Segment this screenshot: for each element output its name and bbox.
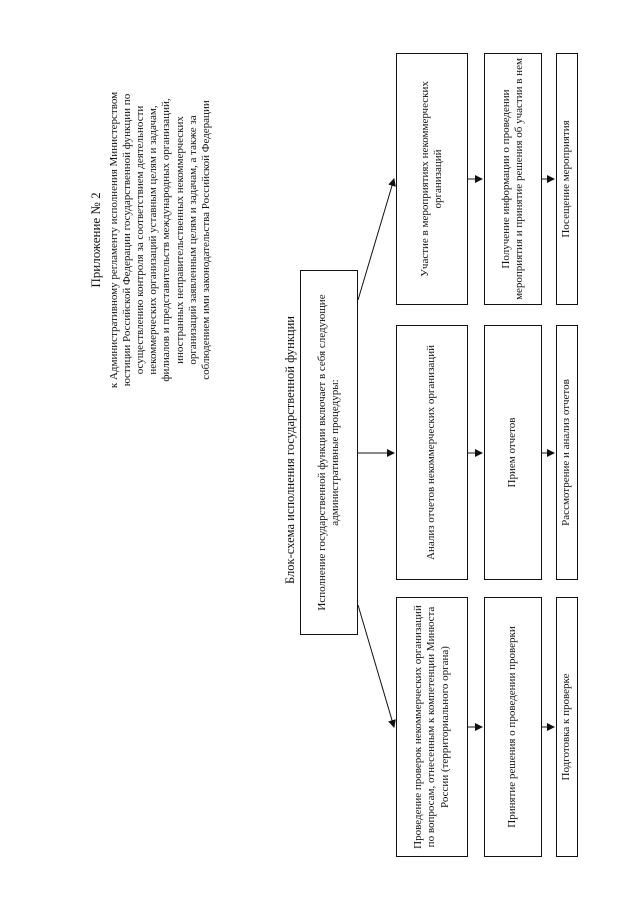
arrow-root-to-column-1 [357, 604, 396, 728]
arrow-root-to-column-3 [357, 178, 396, 301]
